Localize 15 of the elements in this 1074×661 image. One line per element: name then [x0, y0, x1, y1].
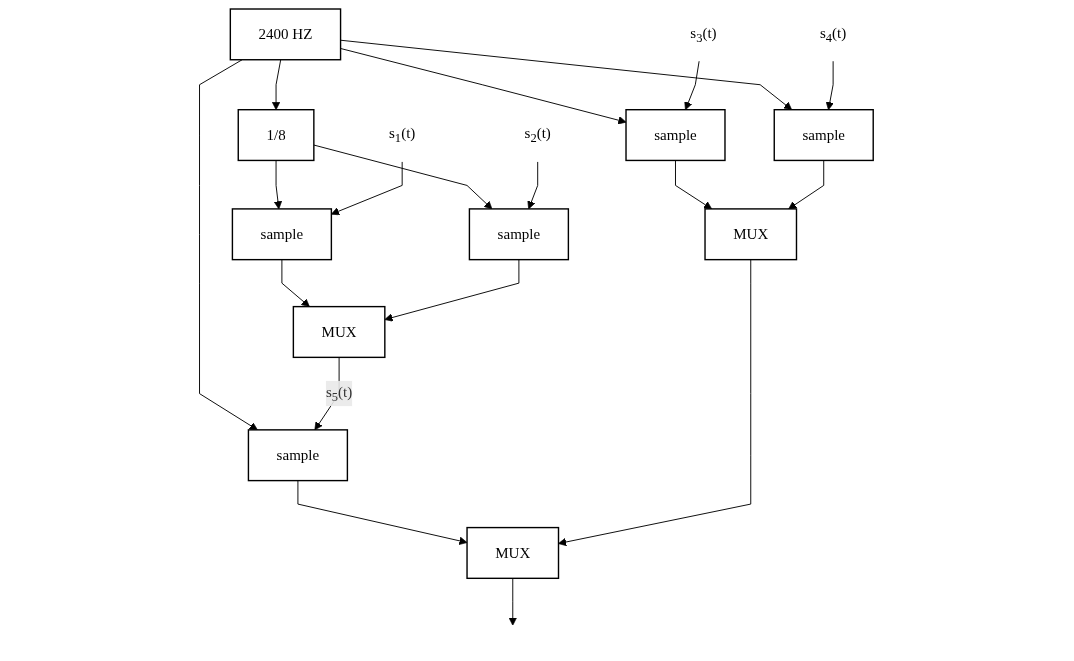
node-box: sample: [468, 208, 570, 261]
node-box: 1/8: [237, 109, 315, 162]
node-text: s$_{4}$(t): [819, 24, 847, 45]
node-box: sample: [231, 208, 333, 261]
node-text: s$_{3}$(t): [690, 24, 717, 45]
node-box: sample: [247, 429, 349, 482]
node-text: s$_{1}$(t): [389, 125, 416, 146]
node-box: MUX: [292, 305, 386, 359]
node-box: MUX: [704, 208, 798, 261]
node-box: MUX: [466, 526, 560, 580]
node-box: sample: [625, 109, 726, 162]
edge-label: s$_{5}$(t): [325, 383, 353, 404]
node-box: sample: [773, 109, 874, 162]
node-text: s$_{2}$(t): [524, 125, 551, 146]
node-box: 2400 HZ: [229, 8, 342, 61]
